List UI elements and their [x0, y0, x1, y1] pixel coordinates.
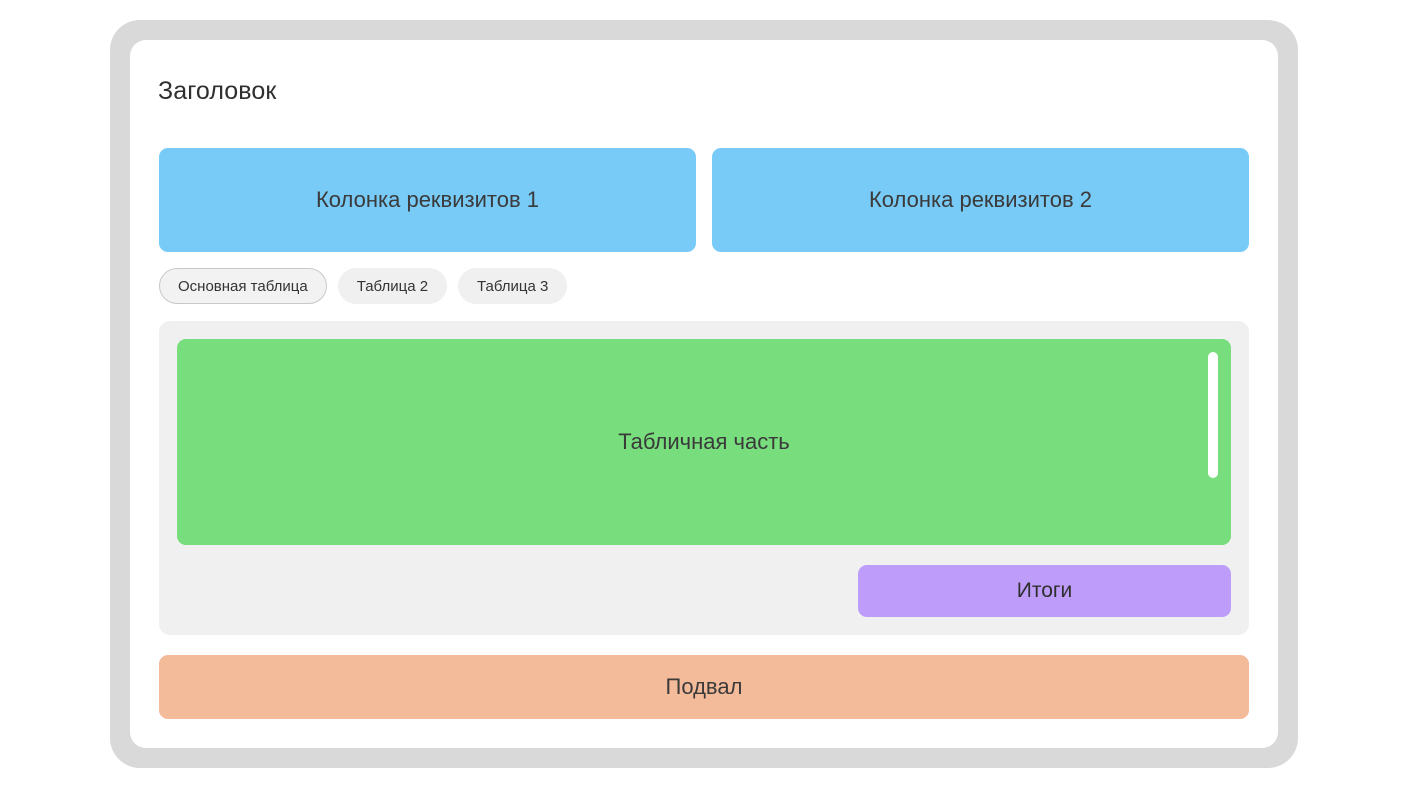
table-section-panel: Табличная часть Итоги	[159, 321, 1249, 635]
tab-main-table[interactable]: Основная таблица	[159, 268, 327, 304]
table-body-label: Табличная часть	[618, 429, 790, 454]
device-frame: Заголовок Колонка реквизитов 1 Колонка р…	[110, 20, 1298, 768]
table-body[interactable]: Табличная часть	[177, 339, 1231, 545]
totals-button[interactable]: Итоги	[858, 565, 1231, 617]
page-title: Заголовок	[158, 77, 277, 105]
footer-block[interactable]: Подвал	[159, 655, 1249, 719]
form-card: Заголовок Колонка реквизитов 1 Колонка р…	[130, 40, 1278, 748]
table-vertical-scrollbar[interactable]	[1208, 352, 1218, 490]
attributes-row: Колонка реквизитов 1 Колонка реквизитов …	[159, 148, 1249, 252]
tab-bar: Основная таблица Таблица 2 Таблица 3	[159, 268, 568, 304]
tab-table-3[interactable]: Таблица 3	[458, 268, 568, 304]
scrollbar-thumb[interactable]	[1208, 352, 1218, 478]
tab-table-2[interactable]: Таблица 2	[337, 268, 448, 304]
attribute-column-2[interactable]: Колонка реквизитов 2	[712, 148, 1249, 252]
attribute-column-1[interactable]: Колонка реквизитов 1	[159, 148, 696, 252]
